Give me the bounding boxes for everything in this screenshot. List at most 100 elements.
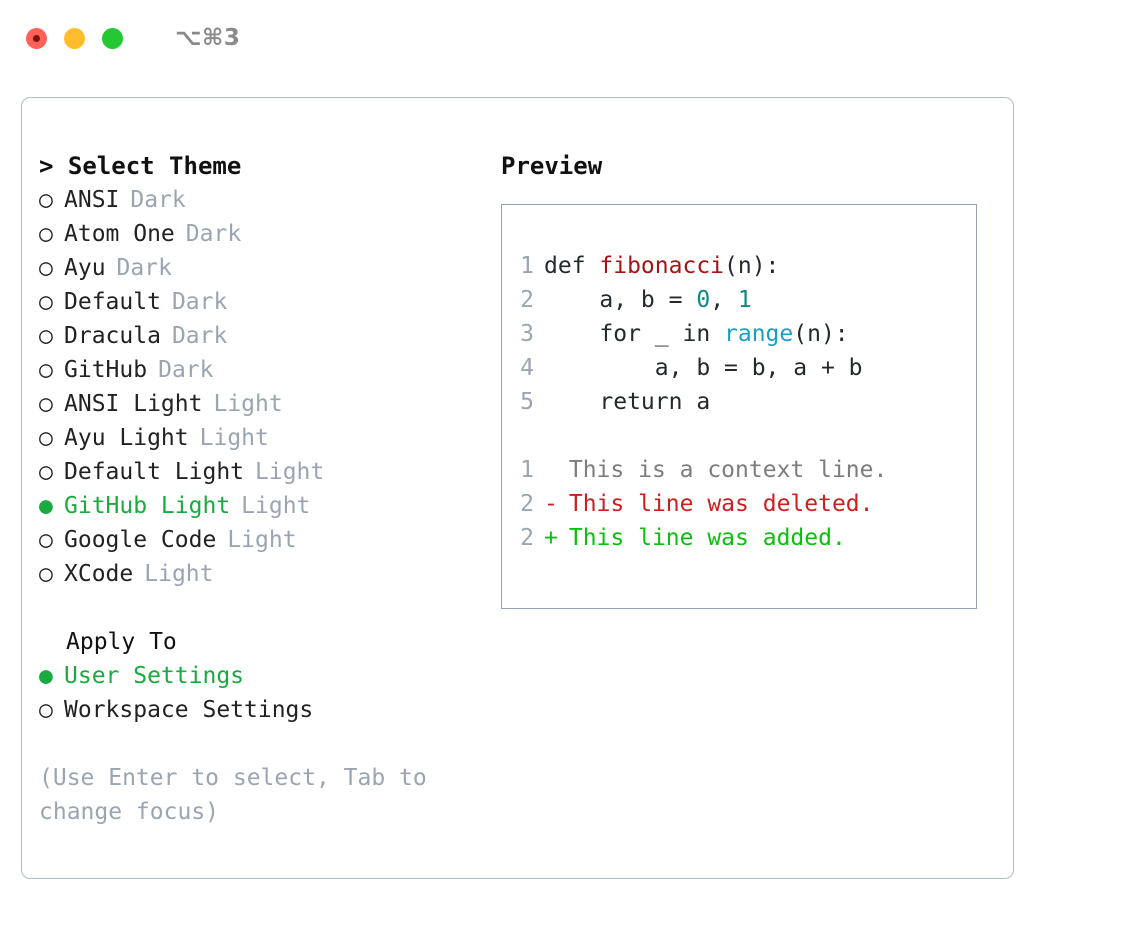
theme-option-ansi-light[interactable]: ○ ANSI Light Light [39, 387, 489, 421]
radio-unselected-icon: ○ [39, 187, 53, 213]
diff-line: 2-This line was deleted. [502, 487, 976, 521]
diff-line: 1 This is a context line. [502, 453, 976, 487]
diff-line-number: 1 [520, 457, 534, 483]
apply-to-section: Apply To ● User Settings ○ Workspace Settin… [39, 625, 489, 727]
theme-option-label: XCode [64, 561, 134, 587]
code-line-text: return a [544, 385, 710, 419]
diff-line-text: This line was added. [568, 525, 846, 551]
code-token-pl: (n): [793, 321, 849, 347]
zoom-button-icon[interactable] [102, 27, 123, 49]
code-line-text: for _ in range(n): [544, 317, 849, 351]
radio-unselected-icon: ○ [39, 391, 53, 417]
code-token-pl: a, b = [544, 287, 697, 313]
apply-to-heading: Apply To [66, 629, 177, 655]
theme-option-label: Atom One [64, 221, 175, 247]
theme-option-atom-one[interactable]: ○ Atom One Dark [39, 217, 489, 251]
code-token-kw: for _ in [544, 321, 725, 347]
theme-option-label: Ayu Light [64, 425, 189, 451]
code-line-number: 3 [520, 321, 534, 347]
theme-option-label: GitHub [64, 357, 148, 383]
window-controls [26, 27, 123, 49]
code-line: 1 def fibonacci(n): [502, 249, 976, 283]
apply-to-option-user-settings[interactable]: ● User Settings [39, 659, 489, 693]
theme-option-default-light[interactable]: ○ Default Light Light [39, 455, 489, 489]
theme-option-variant: Dark [171, 323, 228, 349]
code-token-num: 1 [737, 287, 752, 313]
diff-line-text: This line was deleted. [568, 491, 874, 517]
code-line-number: 2 [520, 287, 534, 313]
apply-to-option-label: Workspace Settings [64, 697, 314, 723]
code-line-text: a, b = b, a + b [544, 351, 863, 385]
radio-unselected-icon: ○ [39, 289, 53, 315]
diff-sign-del: - [544, 491, 558, 517]
theme-option-ayu-light[interactable]: ○ Ayu Light Light [39, 421, 489, 455]
theme-option-label: ANSI [64, 187, 120, 213]
theme-option-variant: Dark [130, 187, 186, 213]
apply-to-option-label: User Settings [64, 663, 245, 689]
theme-option-variant: Light [255, 459, 325, 485]
code-line-number: 1 [520, 253, 534, 279]
select-theme-heading: > Select Theme [39, 152, 242, 180]
theme-option-variant: Light [199, 425, 269, 451]
code-line: 5 return a [502, 385, 976, 419]
apply-to-option-workspace-settings[interactable]: ○ Workspace Settings [39, 693, 489, 727]
radio-unselected-icon: ○ [39, 425, 53, 451]
code-line: 3 for _ in range(n): [502, 317, 976, 351]
close-button-icon[interactable] [26, 27, 47, 49]
radio-unselected-icon: ○ [39, 323, 53, 349]
theme-option-variant: Dark [171, 289, 228, 315]
theme-option-variant: Dark [158, 357, 214, 383]
diff-sign-context [544, 453, 569, 487]
theme-option-ansi[interactable]: ○ ANSI Dark [39, 183, 489, 217]
theme-option-label: GitHub Light [64, 493, 231, 519]
title-bar: ⌥⌘3 [0, 0, 1140, 76]
code-line: 2 a, b = 0, 1 [502, 283, 976, 317]
diff-line-number: 2 [520, 525, 534, 551]
theme-option-label: Default [64, 289, 161, 315]
code-token-kw: return a [544, 389, 711, 415]
code-line: 4 a, b = b, a + b [502, 351, 976, 385]
code-token-kw: def [544, 253, 600, 279]
code-token-pl: , [710, 287, 738, 313]
diff-sign-add: + [544, 525, 558, 551]
theme-option-dracula[interactable]: ○ Dracula Dark [39, 319, 489, 353]
code-line-text: def fibonacci(n): [544, 249, 779, 283]
code-diff-spacer [502, 419, 976, 453]
theme-option-variant: Light [227, 527, 297, 553]
radio-unselected-icon: ○ [39, 697, 53, 723]
radio-selected-icon: ● [39, 663, 53, 689]
theme-option-default[interactable]: ○ Default Dark [39, 285, 489, 319]
code-line-number: 4 [520, 355, 534, 381]
code-token-call: range [724, 321, 794, 347]
theme-option-variant: Light [213, 391, 283, 417]
radio-unselected-icon: ○ [39, 561, 53, 587]
radio-unselected-icon: ○ [39, 459, 53, 485]
diff-line: 2 + This line was added. [502, 521, 976, 555]
theme-option-label: ANSI Light [64, 391, 203, 417]
preview-heading: Preview [501, 152, 603, 180]
code-line-text: a, b = 0, 1 [544, 283, 752, 317]
minimize-button-icon[interactable] [64, 27, 85, 49]
theme-option-variant: Light [241, 493, 311, 519]
theme-option-label: Google Code [64, 527, 217, 553]
radio-unselected-icon: ○ [39, 221, 53, 247]
keyboard-shortcut-label: ⌥⌘3 [175, 25, 241, 51]
theme-option-variant: Dark [185, 221, 242, 247]
theme-option-label: Default Light [64, 459, 245, 485]
diff-line-text: This is a context line. [568, 457, 888, 483]
theme-option-variant: Dark [116, 255, 172, 281]
theme-option-label: Dracula [64, 323, 161, 349]
code-token-pl: a, b = b, a + b [544, 355, 863, 381]
keyboard-hint-text: (Use Enter to select, Tab to change focu… [39, 765, 427, 825]
